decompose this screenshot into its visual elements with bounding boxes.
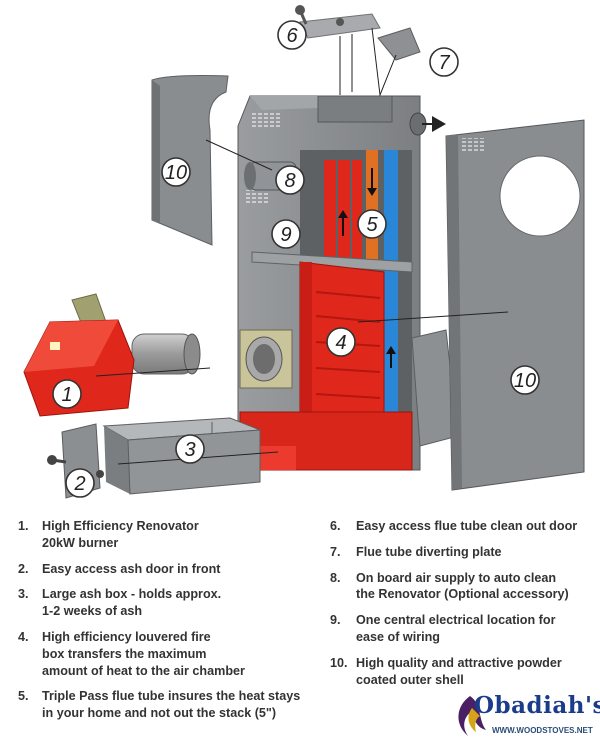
legend-item-10: 10.High quality and attractive powder co… [330, 655, 562, 687]
clean-out-door-part [295, 5, 381, 96]
callout-10-left: 10 [161, 157, 191, 187]
legend-item-4: 4.High efficiency louvered fire box tran… [18, 629, 245, 678]
right-shell-panel [357, 119, 585, 491]
burner-part [23, 293, 211, 417]
svg-text:4: 4 [335, 332, 346, 354]
legend-item-6: 6.Easy access flue tube clean out door [330, 519, 578, 533]
callout-5: 5 [357, 209, 387, 239]
svg-text:10: 10 [514, 370, 536, 392]
callout-4: 4 [326, 327, 356, 357]
left-shell-panel [151, 75, 229, 246]
callout-7: 7 [429, 47, 459, 77]
legend-column-left: 1.High Efficiency Renovator 20kW burner … [18, 518, 318, 722]
callout-3: 3 [175, 434, 205, 464]
boiler-body [205, 95, 446, 471]
svg-text:5: 5 [366, 214, 378, 236]
svg-text:10: 10 [165, 162, 187, 184]
logo-flame-icon [458, 696, 486, 736]
legend-item-7: 7.Flue tube diverting plate [330, 544, 502, 559]
legend-item-5: 5.Triple Pass flue tube insures the heat… [18, 689, 301, 721]
svg-text:2: 2 [73, 473, 85, 495]
callout-8: 8 [275, 165, 305, 195]
legend-item-8: 8.On board air supply to auto clean the … [330, 570, 569, 602]
callout-9: 9 [271, 219, 301, 249]
logo-name: Obadiah's [474, 692, 600, 719]
svg-text:6: 6 [286, 25, 298, 47]
svg-text:3: 3 [184, 439, 195, 461]
legend-item-2: 2.Easy access ash door in front [18, 561, 221, 576]
boiler-exploded-diagram: 1 2 3 4 5 6 7 8 9 10 10 [23, 5, 585, 499]
legend-column-right: 6.Easy access flue tube clean out door 7… [330, 518, 592, 688]
legend-item-3: 3.Large ash box - holds approx. 1-2 week… [18, 587, 222, 619]
svg-text:8: 8 [284, 170, 295, 192]
callout-10-right: 10 [510, 365, 540, 395]
svg-text:1: 1 [61, 384, 72, 406]
legend-item-1: 1.High Efficiency Renovator 20kW burner [18, 519, 199, 550]
parts-legend: 1.High Efficiency Renovator 20kW burner … [0, 518, 600, 741]
callout-6: 6 [277, 20, 307, 50]
obadiahs-logo[interactable]: Obadiah's WWW.WOODSTOVES.NET [452, 690, 600, 741]
svg-text:9: 9 [280, 224, 291, 246]
callout-2: 2 [65, 468, 95, 498]
logo-url: WWW.WOODSTOVES.NET [492, 726, 593, 735]
diagram-svg: 1 2 3 4 5 6 7 8 9 10 10 [23, 5, 585, 499]
svg-text:7: 7 [438, 52, 450, 74]
legend-item-9: 9.One central electrical location for ea… [330, 613, 556, 644]
callout-1: 1 [52, 379, 82, 409]
flue-diverting-plate-part [377, 27, 421, 101]
